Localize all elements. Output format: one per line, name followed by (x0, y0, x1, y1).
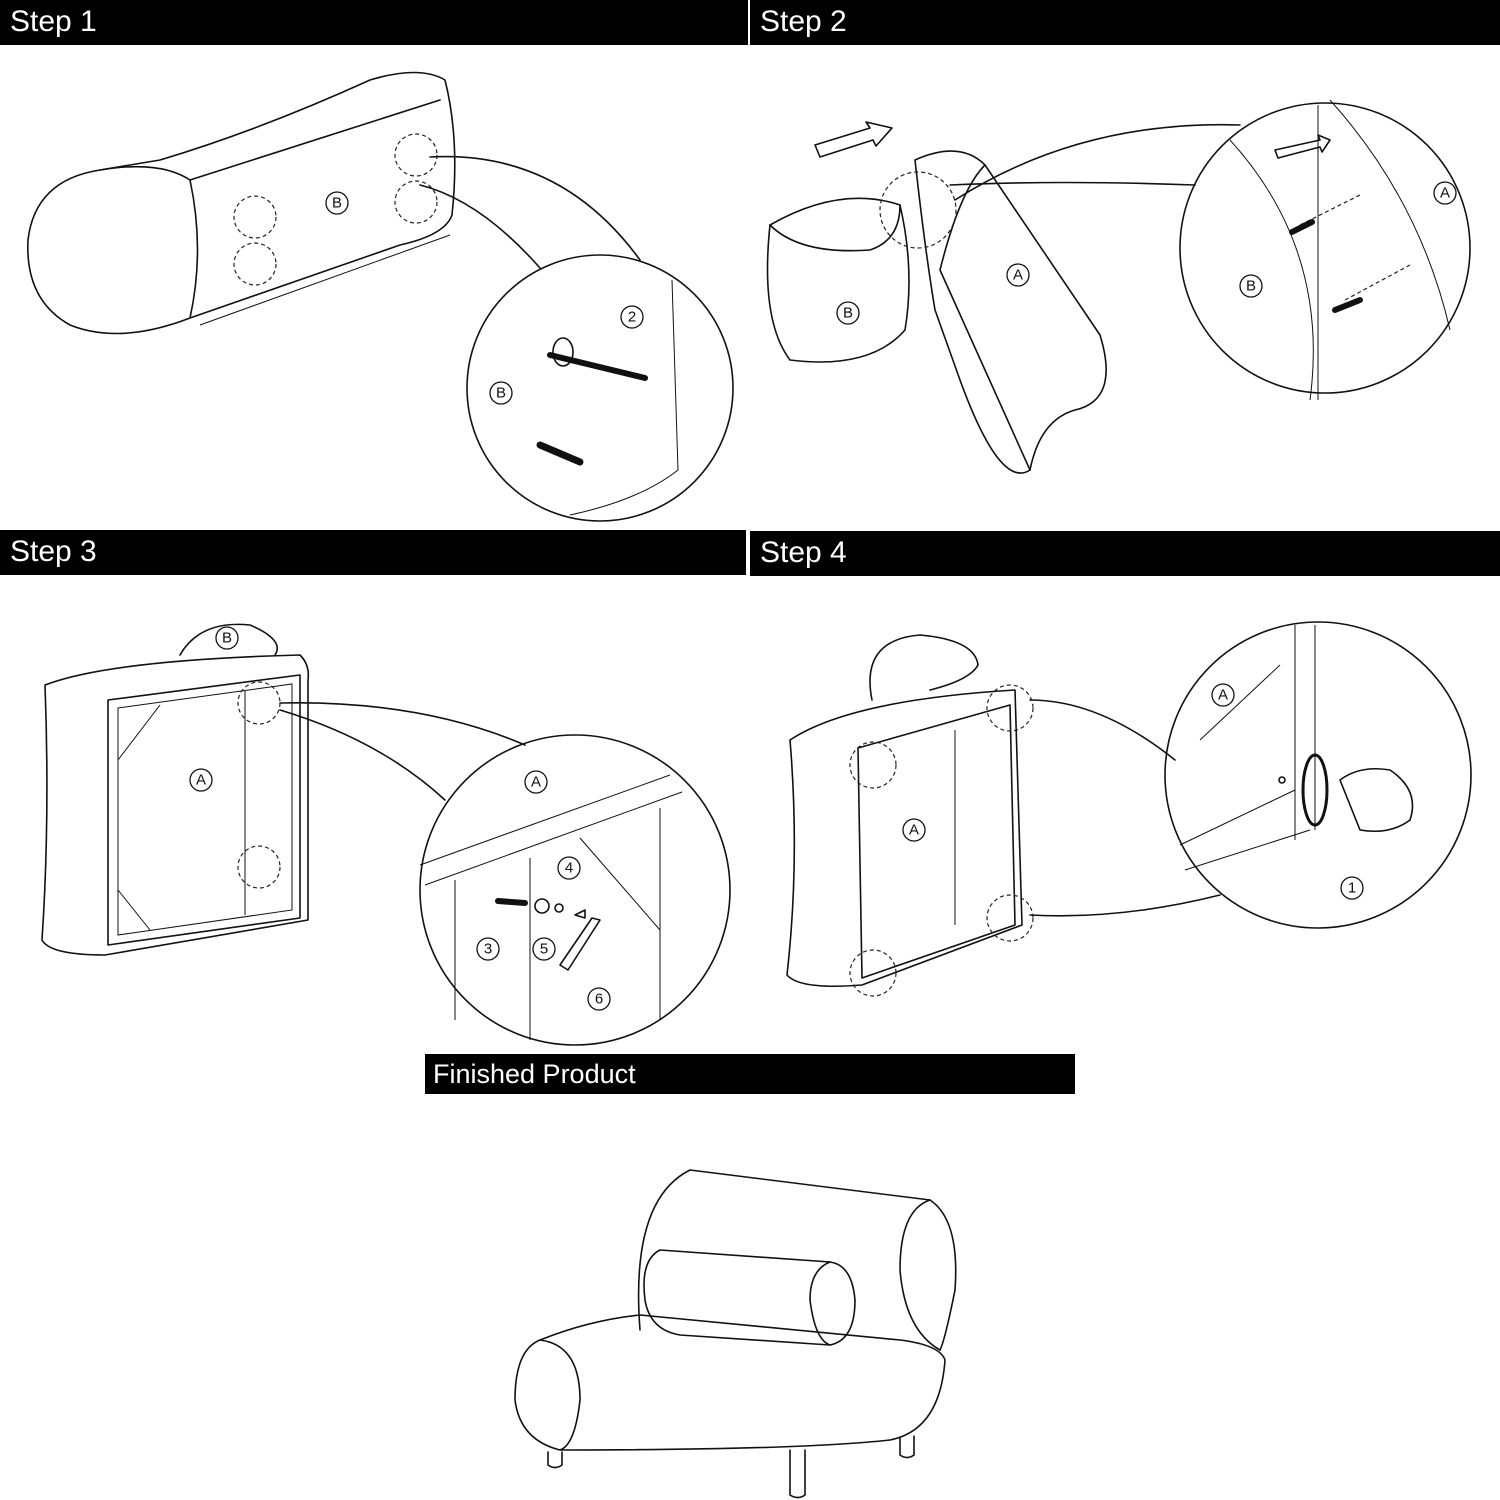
finished-product-header: Finished Product (425, 1054, 1075, 1094)
step-3-illustration (41, 623, 731, 1046)
svg-text:A: A (531, 774, 541, 791)
step-1-bolster-illustration (27, 71, 734, 522)
svg-text:2: 2 (628, 309, 636, 326)
svg-text:B: B (496, 385, 506, 402)
part-5-label: 5 (532, 937, 556, 961)
part-3-label: 3 (476, 937, 500, 961)
part-6-wrench-label: 6 (587, 987, 611, 1011)
svg-text:4: 4 (565, 860, 573, 877)
svg-text:A: A (1013, 267, 1023, 284)
step-3-detail-circle (419, 734, 731, 1046)
step-1-header: Step 1 (0, 0, 748, 45)
svg-text:A: A (196, 772, 206, 789)
step-3-header: Step 3 (0, 530, 746, 575)
svg-text:1: 1 (1348, 880, 1356, 897)
svg-text:B: B (1246, 278, 1256, 295)
step-3-label-a: A (189, 768, 213, 792)
part-4-label: 4 (557, 856, 581, 880)
step-3-detail-label-a: A (524, 770, 548, 794)
svg-text:6: 6 (595, 991, 603, 1008)
step-1-detail-circle (466, 254, 734, 522)
step-4-detail-label-a: A (1211, 683, 1235, 707)
step-2-detail-label-b: B (1239, 274, 1263, 298)
step-2-illustration (766, 99, 1471, 474)
step-3-label-b: B (215, 626, 239, 650)
step-4-illustration (786, 621, 1472, 997)
direction-arrow-icon (814, 121, 893, 158)
svg-text:B: B (222, 630, 232, 647)
svg-text:B: B (843, 305, 853, 322)
step-2-header: Step 2 (750, 0, 1500, 45)
finished-chair-illustration (514, 1169, 957, 1499)
step-2-detail-circle (1179, 102, 1471, 394)
step-4-detail-circle (1164, 621, 1472, 929)
step-4-label-a: A (902, 818, 926, 842)
part-2-dowel-label: 2 (620, 305, 644, 329)
step-2-detail-label-a: A (1433, 181, 1457, 205)
step-1-label-b: B (325, 191, 349, 215)
svg-text:B: B (332, 195, 342, 212)
step-1-detail-label-b: B (489, 381, 513, 405)
svg-text:A: A (909, 822, 919, 839)
svg-text:5: 5 (540, 941, 548, 958)
svg-text:3: 3 (484, 941, 492, 958)
step-2-label-a: A (1006, 263, 1030, 287)
part-1-leg-label: 1 (1340, 876, 1364, 900)
svg-text:A: A (1440, 185, 1450, 202)
step-4-header: Step 4 (750, 531, 1500, 576)
svg-text:A: A (1218, 687, 1228, 704)
step-2-label-b: B (836, 301, 860, 325)
